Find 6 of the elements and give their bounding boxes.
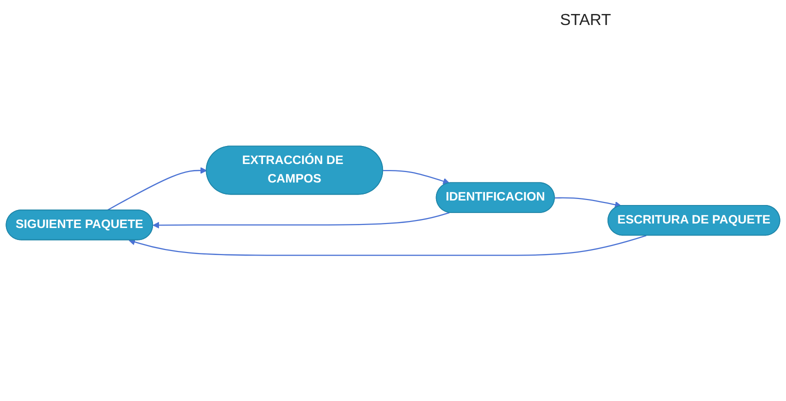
arrow xyxy=(106,166,207,211)
arrow xyxy=(554,197,622,208)
arrow xyxy=(152,212,450,228)
arrow xyxy=(383,170,450,184)
start-label: START xyxy=(560,12,611,30)
arrow xyxy=(128,234,646,256)
